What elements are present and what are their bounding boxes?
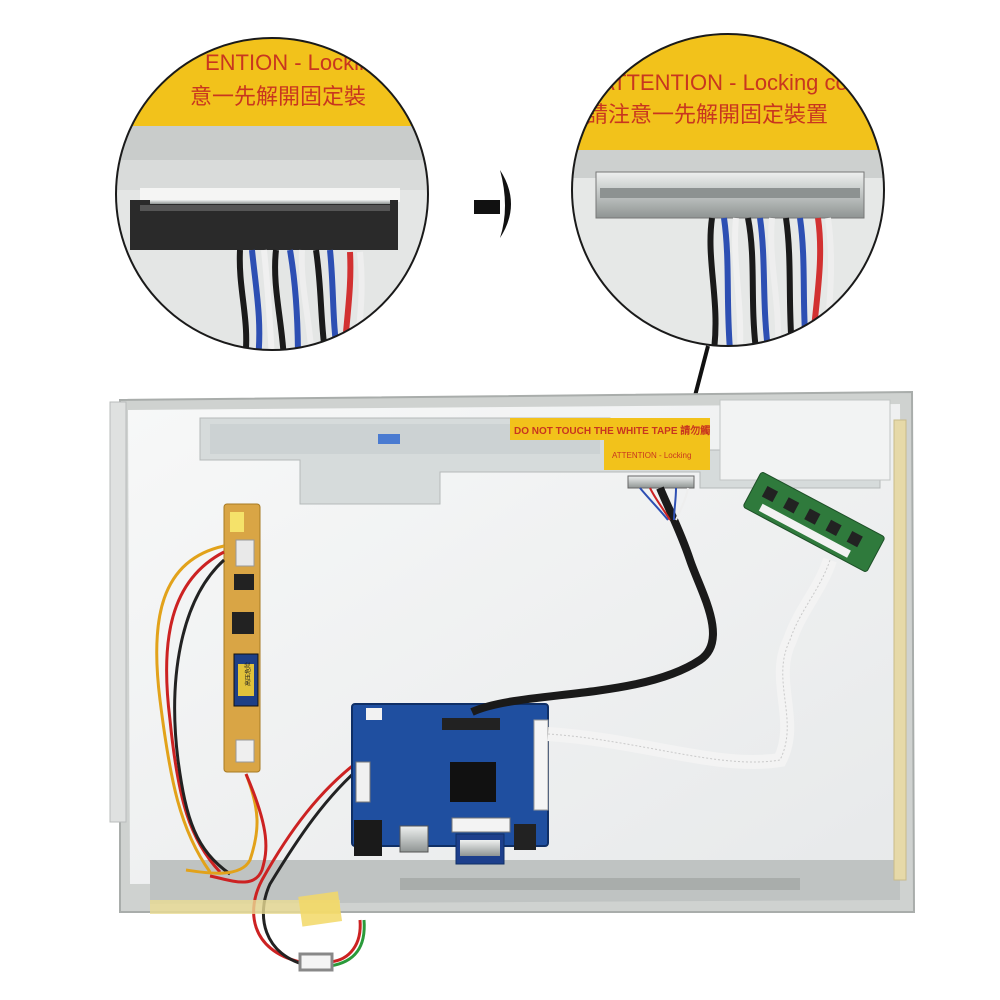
inverter-board: 高压危险 <box>223 503 261 773</box>
driver-board <box>351 703 549 865</box>
tape-attention-text: ATTENTION - Locking <box>612 451 691 460</box>
warning-tape: DO NOT TOUCH THE WHITE TAPE 請勿觸 ATTENTIO… <box>510 418 710 470</box>
inverter-warning-text: 高压危险 <box>244 662 252 686</box>
tape-warning-text: DO NOT TOUCH THE WHITE TAPE 請勿觸 <box>514 424 710 437</box>
power-lead <box>252 758 366 972</box>
hdmi-port <box>399 825 429 853</box>
tape-strip <box>298 891 343 927</box>
inverter-wires <box>155 544 268 884</box>
lvds-fanout <box>639 487 689 521</box>
keypad-board <box>743 472 885 572</box>
arrow-icon <box>474 170 511 238</box>
main-chip <box>450 762 496 802</box>
power-jack <box>354 820 382 856</box>
tape-strip <box>150 900 340 914</box>
lvds-cable <box>470 486 717 716</box>
warning-text-line2: 意一先解開固定裝 <box>190 84 366 109</box>
panel-lvds-connector <box>627 475 695 489</box>
warning-text-line2: 請注意一先解開固定裝置 <box>586 102 828 127</box>
warning-text-line1: ATTENTION - Locking connect <box>600 70 902 95</box>
warning-text-line1: ENTION - Locking co <box>205 50 413 75</box>
